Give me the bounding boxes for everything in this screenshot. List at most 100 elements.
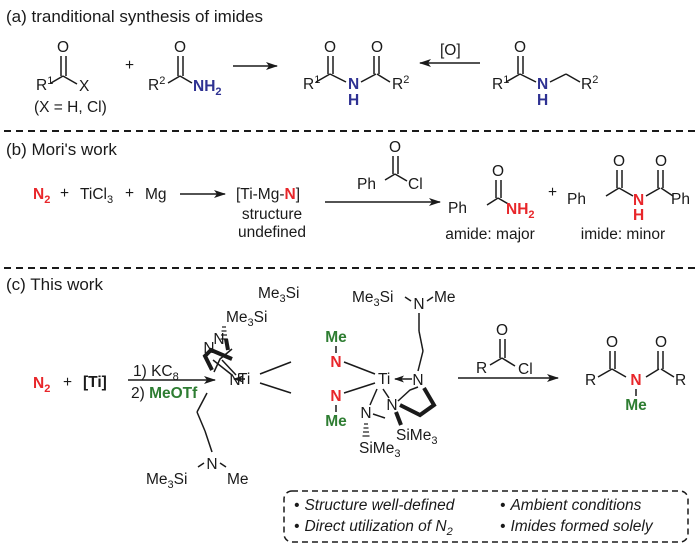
methyl-label: Me (434, 289, 456, 306)
acyl-reactant: O R1 X (X = H, Cl) (34, 39, 107, 116)
step-2-reagent: 2) MeOTf (131, 385, 198, 402)
atom-o: O (492, 163, 504, 180)
atom-n: N (537, 76, 548, 93)
atom-h: H (537, 92, 548, 109)
acyl-chloride-reagent: O R Cl (476, 322, 533, 378)
panel-b-title: (b) Mori's work (6, 140, 117, 159)
trimethylsilyl-label: SiMe3 (359, 440, 400, 460)
magnesium: Mg (145, 186, 167, 203)
dinitrogen: N2 (33, 186, 50, 206)
bridge-methyl-bottom: Me (325, 413, 347, 430)
panel-a-title: (a) tranditional synthesis of imides (6, 7, 263, 26)
trimethylsilyl-label: Me3Si (352, 289, 393, 309)
amide-reactant: O R2 NH2 (148, 39, 222, 98)
bridge-n-top: N (330, 354, 341, 371)
atom-o: O (655, 334, 667, 351)
chlorine-label: Cl (518, 361, 533, 378)
phenyl-label: Ph (671, 191, 690, 208)
step-1-reagent: 1) KC8 (133, 363, 179, 383)
ti-mg-n-intermediate: [Ti-Mg-N] (236, 186, 300, 203)
n-methyl-imide-product: O R N Me O R (585, 334, 686, 414)
dinitrogen: N2 (33, 375, 50, 395)
atom-o: O (606, 334, 618, 351)
atom-nh2: NH2 (506, 201, 535, 221)
benzamide-product: O Ph NH2 amide: major (445, 163, 535, 243)
phenyl-label: Ph (357, 176, 376, 193)
panel-a: (a) tranditional synthesis of imides O R… (6, 7, 598, 116)
n-amido: N (203, 340, 214, 357)
n-pendant: N (413, 296, 424, 313)
ti-right: Ti (378, 371, 390, 388)
n-amido: N (386, 397, 397, 414)
atom-o: O (389, 139, 401, 156)
dititanium-imido-complex: Ti N N N N Me3Si (146, 285, 456, 491)
atom-r1: R1 (303, 74, 320, 93)
plus-sign: + (125, 57, 134, 74)
bridge-methyl-top: Me (325, 329, 347, 346)
atom-r: R2 (148, 75, 165, 94)
atom-h: H (633, 207, 644, 224)
titanium-trichloride: TiCl3 (80, 186, 113, 206)
features-box: •Structure well-defined •Ambient conditi… (283, 490, 689, 543)
atom-nh2: NH2 (193, 78, 222, 98)
imide-label: imide: minor (581, 226, 665, 243)
n-pendant: N (206, 456, 217, 473)
phenyl-label: Ph (567, 191, 586, 208)
atom-o: O (655, 153, 667, 170)
benzoyl-chloride-reagent: O Ph Cl (357, 139, 423, 193)
imide-product: O R1 N H O R2 (303, 39, 409, 109)
amine-precursor: O R1 N H R2 (492, 39, 598, 109)
phenyl-label: Ph (448, 200, 467, 217)
plus-sign: + (63, 374, 72, 391)
n-amido: N (213, 331, 224, 348)
atom-o: O (57, 39, 69, 56)
x-definition-note: (X = H, Cl) (34, 99, 107, 116)
atom-r: R1 (36, 75, 53, 94)
atom-n: N (630, 372, 641, 389)
atom-r1: R1 (492, 74, 509, 93)
plus-sign: + (60, 185, 69, 202)
trimethylsilyl-label: Me3Si (226, 309, 267, 329)
r-label: R (585, 372, 596, 389)
n-right-amine: N (412, 372, 423, 389)
panel-b: (b) Mori's work N2 + TiCl3 + Mg [Ti-Mg-N… (6, 139, 690, 243)
atom-n: N (348, 76, 359, 93)
titanium-precursor: [Ti] (83, 374, 107, 391)
bridge-n-bottom: N (330, 388, 341, 405)
panel-c-title: (c) This work (6, 275, 103, 294)
structure-note-line-2: undefined (238, 224, 306, 241)
n-methyl-label: Me (625, 397, 647, 414)
atom-h: H (348, 92, 359, 109)
trimethylsilyl-label: Me3Si (146, 471, 187, 491)
atom-r2: R2 (581, 74, 598, 93)
chlorine-label: Cl (408, 176, 423, 193)
trimethylsilyl-label: SiMe3 (396, 427, 437, 447)
methyl-label: Me (227, 471, 249, 488)
structure-note-line-1: structure (242, 206, 302, 223)
feature-item: •Imides formed solely (500, 518, 654, 535)
plus-sign: + (125, 185, 134, 202)
trimethylsilyl-label: Me3Si (258, 285, 299, 305)
feature-item: •Structure well-defined (294, 497, 456, 514)
atom-x: X (79, 78, 90, 95)
r-label: R (675, 372, 686, 389)
n-amido: N (360, 405, 371, 422)
atom-o: O (174, 39, 186, 56)
oxidation-label: [O] (440, 42, 461, 59)
amide-label: amide: major (445, 226, 535, 243)
atom-o: O (613, 153, 625, 170)
features-box-border (283, 490, 689, 543)
plus-sign: + (548, 184, 557, 201)
atom-o: O (496, 322, 508, 339)
panel-c: (c) This work N2 + [Ti] 1) KC8 2) MeOTf … (6, 275, 689, 543)
atom-r2: R2 (392, 74, 409, 93)
atom-o: O (324, 39, 336, 56)
feature-item: •Direct utilization of N2 (294, 518, 453, 538)
dibenzamide-product: O Ph N H O Ph imide: minor (567, 153, 690, 243)
feature-item: •Ambient conditions (500, 497, 642, 514)
atom-n: N (633, 192, 644, 209)
atom-o: O (371, 39, 383, 56)
atom-o: O (514, 39, 526, 56)
r-label: R (476, 360, 487, 377)
